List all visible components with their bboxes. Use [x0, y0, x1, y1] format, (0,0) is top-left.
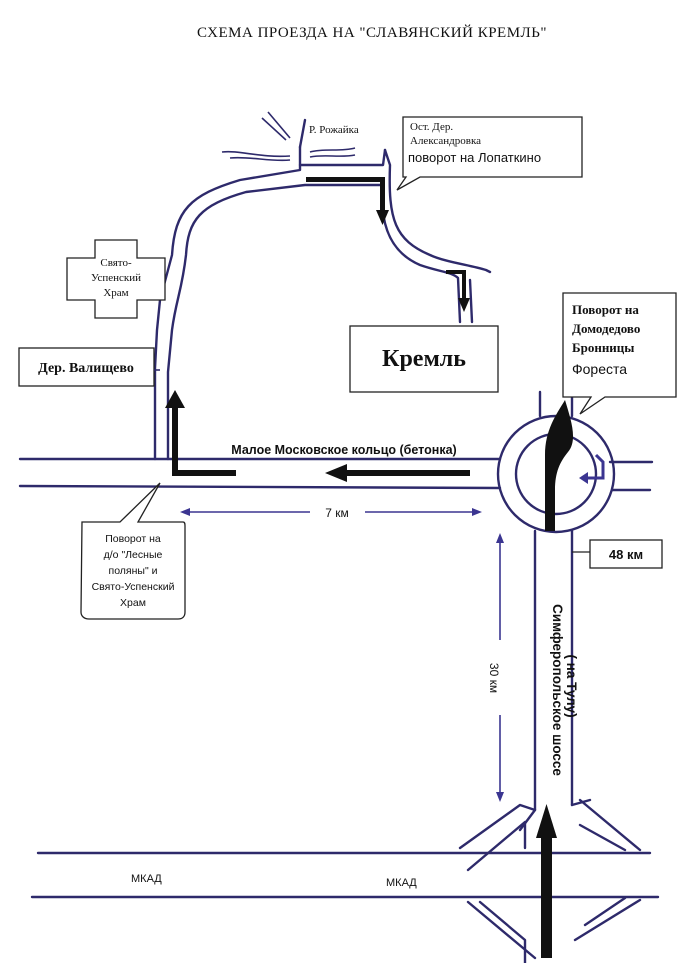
stop-label-2: Александровка	[410, 135, 481, 147]
forest-label-4: Свято-Успенский	[92, 581, 175, 593]
arrow-left-head	[165, 390, 185, 408]
arrow-top-head	[376, 210, 389, 225]
temple-label-1: Свято-	[100, 257, 132, 269]
mkad-label-left: МКАД	[131, 873, 162, 885]
river-rozhayka	[221, 111, 356, 162]
arrow-kremlin-vertical	[462, 270, 466, 302]
valishchevo-road-inner	[166, 183, 385, 461]
arrow-ring-head	[325, 464, 347, 482]
river-road	[298, 118, 387, 167]
domodedovo-label-4: Фореста	[572, 361, 627, 377]
temple-cross-shape	[66, 239, 166, 319]
domodedovo-callout-box	[562, 292, 677, 415]
dist-7-label: 7 км	[325, 506, 349, 520]
interchange-ramps	[458, 798, 642, 963]
temple-label-3: Храм	[103, 287, 128, 299]
highway-left-edge	[518, 529, 537, 832]
ring-road-label: Малое Московское кольцо (бетонка)	[231, 443, 456, 457]
callouts: Ост. Дер. Александровка поворот на Лопат…	[18, 116, 677, 620]
temple-label-2: Успенский	[91, 272, 141, 284]
arrow-roundabout	[545, 400, 574, 531]
stop-label-1: Ост. Дер.	[410, 121, 453, 133]
dist-7-head-left	[180, 508, 190, 516]
highway-label-2: ( на Тулу)	[564, 654, 579, 717]
domodedovo-label-1: Поворот на	[572, 302, 639, 317]
kremlin-box	[349, 325, 499, 393]
forest-label-3: поляны" и	[109, 565, 158, 577]
highway-label-1: Симферопольское шоссе	[550, 604, 565, 776]
arrow-highway-head	[536, 804, 557, 838]
route-arrows	[165, 177, 605, 958]
arrow-roundabout-turn	[586, 453, 605, 480]
arrow-top-horizontal	[306, 177, 382, 182]
domodedovo-label-2: Домодедово	[572, 321, 640, 336]
arrow-left-horizontal	[174, 470, 236, 476]
kremlin-road-outer	[383, 148, 492, 274]
betonka-road-top	[18, 457, 654, 464]
map-title: СХЕМА ПРОЕЗДА НА "СЛАВЯНСКИЙ КРЕМЛЬ"	[197, 24, 547, 41]
dist-48-box	[589, 539, 663, 569]
dist-30-head-top	[496, 533, 504, 543]
arrow-left-vertical	[172, 405, 178, 476]
arrow-highway-shaft	[541, 836, 552, 958]
forest-label-1: Поворот на	[105, 533, 161, 545]
distance-markers: 7 км 30 км	[180, 506, 590, 802]
stop-label-3: поворот на Лопаткино	[408, 150, 541, 165]
arrow-top-vertical	[380, 177, 385, 212]
dist-48-label: 48 км	[609, 547, 643, 562]
forest-label-5: Храм	[120, 597, 146, 609]
arrow-ring-shaft	[345, 470, 470, 476]
dist-30-head-bottom	[496, 792, 504, 802]
arrow-kremlin-head	[458, 298, 470, 312]
stop-callout-box	[396, 116, 583, 191]
mkad-label-right: МКАД	[386, 877, 417, 889]
arrow-kremlin-horizontal	[446, 270, 464, 274]
betonka-road-bottom	[18, 484, 652, 492]
river-label: Р. Рожайка	[309, 124, 359, 136]
forest-callout-box	[80, 482, 186, 620]
domodedovo-label-3: Бронницы	[572, 340, 634, 355]
highway-label: Симферопольское шоссе ( на Тулу)	[550, 604, 579, 776]
arrow-roundabout-turn-head	[579, 472, 588, 484]
dist-30-label: 30 км	[487, 663, 501, 693]
dist-7-head-right	[472, 508, 482, 516]
kremlin-label: Кремль	[382, 346, 466, 372]
village-box	[18, 347, 155, 387]
forest-label-2: д/о "Лесные	[104, 549, 163, 561]
village-label: Дер. Валищево	[38, 361, 134, 376]
